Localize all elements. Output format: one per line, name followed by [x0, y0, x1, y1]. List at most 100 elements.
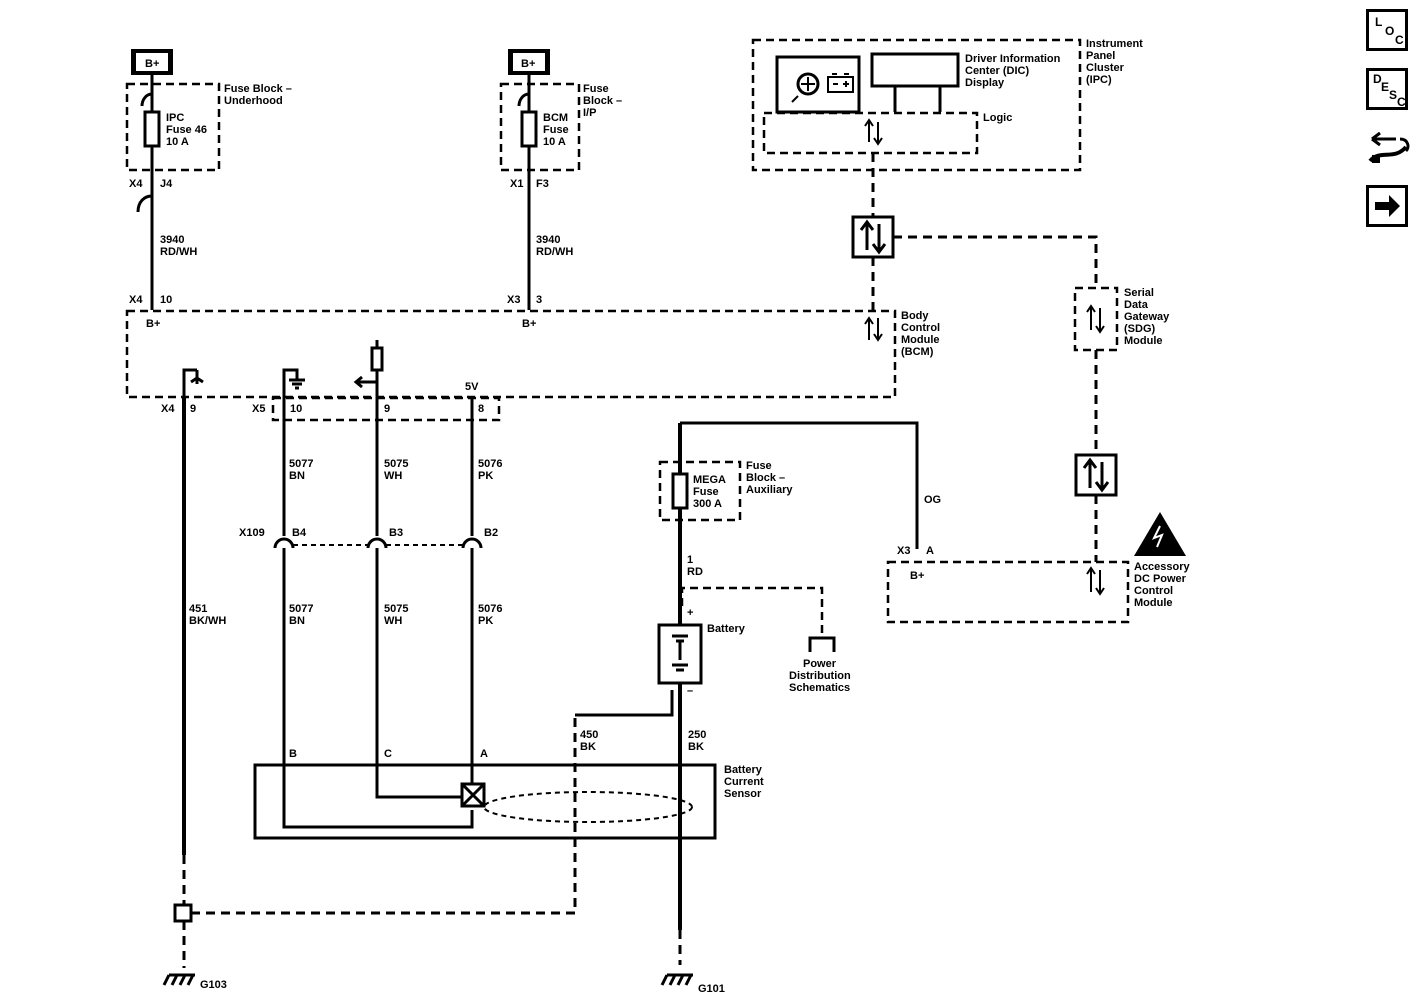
- diagram-label: (SDG): [1124, 323, 1156, 335]
- fuse-block-auxiliary: MEGA Fuse 300 A Fuse Block – Auxiliary: [658, 460, 793, 522]
- diagram-label: 3: [536, 294, 542, 306]
- diagram-label: Power: [803, 658, 837, 670]
- next-page-button[interactable]: [1366, 185, 1408, 227]
- diagram-label: IPC: [166, 112, 184, 124]
- diagram-label: Module: [1124, 335, 1163, 347]
- bcm-fuse: [520, 110, 538, 148]
- instrument-panel-cluster: Instrument Panel Cluster (IPC) Driver In…: [751, 38, 1143, 172]
- diagram-label: Logic: [983, 112, 1012, 124]
- diagram-label: Schematics: [789, 682, 850, 694]
- body-control-module: B+ B+ Body Control Module (BCM): [125, 309, 940, 399]
- diagram-label: Fuse: [746, 460, 772, 472]
- diagram-label: X3: [897, 545, 910, 557]
- diagram-label: Sensor: [724, 788, 762, 800]
- diagram-label: 10 A: [543, 136, 566, 148]
- diagram-label: Display: [965, 77, 1005, 89]
- ipc-data-arrows-icon: [864, 118, 883, 146]
- diagram-label: Accessory: [1134, 561, 1191, 573]
- fuse-block-ip: Fuse Block – I/P BCM Fuse 10 A: [499, 75, 622, 172]
- diagram-label: 5076: [478, 458, 502, 470]
- battery-indicator-icon: [827, 76, 854, 93]
- fuse-block-underhood: Fuse Block – Underhood IPC Fuse 46 10 A: [125, 75, 292, 172]
- esd-sensitive-icon: [1134, 512, 1186, 556]
- diagram-label: 450: [580, 729, 598, 741]
- accessory-data-arrows-icon: [1086, 566, 1105, 596]
- diagram-label: 250: [688, 729, 706, 741]
- diagram-label: (IPC): [1086, 74, 1112, 86]
- nav-letter: S: [1389, 88, 1398, 102]
- ground-g103-icon: [162, 973, 195, 986]
- power-distribution-link-icon: [808, 636, 836, 652]
- diagram-label: Data: [1124, 299, 1149, 311]
- bcm-pullup-resistor-icon: [353, 340, 384, 397]
- diagram-label: X1: [510, 178, 523, 190]
- diagram-label: Underhood: [224, 95, 283, 107]
- serial-data-link-2: [1074, 453, 1118, 497]
- diagram-label: 9: [384, 403, 390, 415]
- diagram-label: Block –: [583, 95, 622, 107]
- battery: + Battery –: [657, 607, 746, 697]
- diagram-label: 8: [478, 403, 484, 415]
- battery-current-sensor: B C A Battery Current Sensor: [253, 748, 764, 840]
- description-button[interactable]: D E S C: [1366, 68, 1408, 110]
- diagram-label: 3940: [536, 234, 560, 246]
- diagram-label: Current: [724, 776, 764, 788]
- diagram-label: RD/WH: [160, 246, 197, 258]
- accessory-dc-power-control-module: X3 A B+ Accessory DC Power Control Modul…: [886, 512, 1191, 624]
- nav-letter: C: [1397, 95, 1406, 109]
- ipc-fuse-46: [143, 110, 161, 148]
- diagram-label: X109: [239, 527, 265, 539]
- diagram-label: Instrument: [1086, 38, 1143, 50]
- diagram-label: Fuse Block –: [224, 83, 292, 95]
- nav-letter: E: [1381, 80, 1390, 94]
- connector-swap-icon: [1368, 131, 1410, 163]
- diagram-label: A: [926, 545, 934, 557]
- diagram-label: 10: [160, 294, 172, 306]
- diagram-label: B+: [910, 570, 924, 582]
- current-sensor-element-icon: [460, 782, 486, 808]
- diagram-label: Fuse 46: [166, 124, 207, 136]
- diagram-label: Auxiliary: [746, 484, 793, 496]
- diagram-label: F3: [536, 178, 549, 190]
- inline-connector-x109: X109 B4 B3 B2: [239, 527, 498, 549]
- battery-cell-icon: [672, 634, 688, 672]
- location-button[interactable]: L O C: [1366, 9, 1408, 51]
- diagram-label: Panel: [1086, 50, 1115, 62]
- diagram-label: BK: [580, 741, 596, 753]
- diagram-label: B+: [521, 58, 535, 70]
- diagram-label: 300 A: [693, 498, 722, 510]
- diagram-label: WH: [384, 470, 402, 482]
- nav-letter: C: [1395, 33, 1404, 47]
- connector-end-view-button[interactable]: [1366, 125, 1412, 169]
- diagram-label: Fuse: [543, 124, 569, 136]
- diagram-label: RD: [687, 566, 703, 578]
- ground-g101-icon: [660, 973, 693, 986]
- sdgm-data-arrows-icon: [1086, 304, 1105, 334]
- diagram-label: DC Power: [1134, 573, 1187, 585]
- diagram-label: X3: [507, 294, 520, 306]
- diagram-label: 5076: [478, 603, 502, 615]
- diagram-label: 5077: [289, 603, 313, 615]
- diagram-label: 3940: [160, 234, 184, 246]
- mega-fuse: [671, 472, 689, 510]
- serial-data-link-1: [851, 215, 895, 259]
- diagram-label: G101: [698, 983, 725, 995]
- diagram-label: Battery: [707, 623, 746, 635]
- diagram-label: J4: [160, 178, 173, 190]
- diagram-label: (BCM): [901, 346, 934, 358]
- diagram-label: 10: [290, 403, 302, 415]
- diagram-label: 5075: [384, 603, 408, 615]
- diagram-label: PK: [478, 615, 493, 627]
- diagram-label: BN: [289, 615, 305, 627]
- diagram-label: Block –: [746, 472, 785, 484]
- diagram-label: BK: [688, 741, 704, 753]
- diagram-label: PK: [478, 470, 493, 482]
- ipc-logic: [762, 111, 979, 155]
- diagram-label: Center (DIC): [965, 65, 1030, 77]
- diagram-label: G103: [200, 979, 227, 991]
- diagram-label: B2: [484, 527, 498, 539]
- serial-data-gateway-module: Serial Data Gateway (SDG) Module: [1073, 286, 1170, 352]
- diagram-label: 1: [687, 554, 693, 566]
- diagram-label: BN: [289, 470, 305, 482]
